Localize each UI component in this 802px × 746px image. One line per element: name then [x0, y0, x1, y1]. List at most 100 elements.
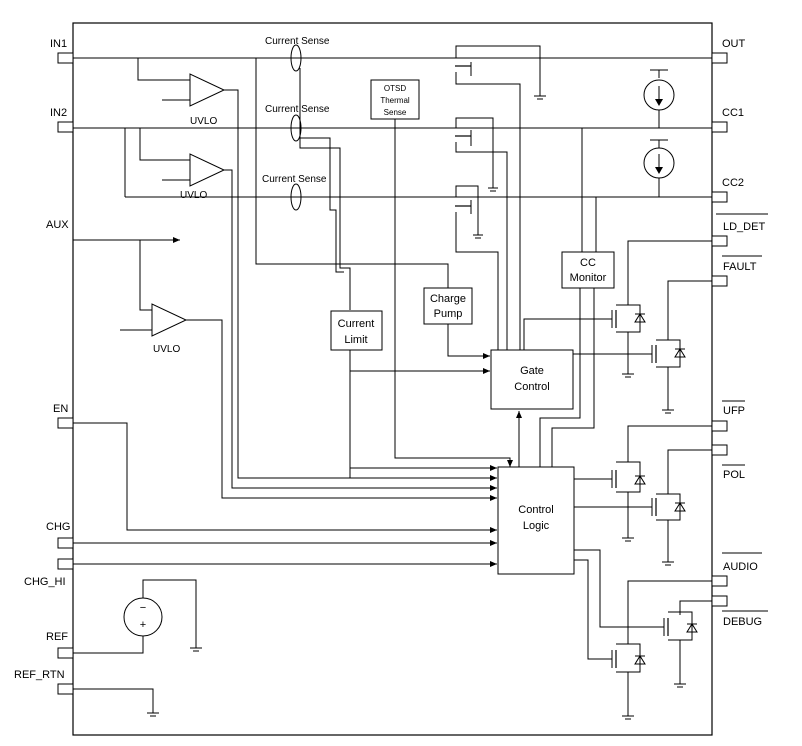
uvlo-label: UVLO [180, 190, 207, 201]
diode-icon [634, 313, 646, 323]
pin-chg-hi: CHG_HI [24, 558, 74, 588]
pin-label: CC2 [722, 177, 744, 189]
reference-voltage-source: − + [73, 579, 202, 654]
gate-control-block: Gate Control [490, 349, 574, 410]
control-logic-line1: Control [518, 504, 553, 516]
current-sense-coil-2 [290, 114, 302, 142]
pin-pad [711, 275, 728, 287]
wire [539, 288, 581, 467]
pin-cc1: CC1 [711, 107, 744, 133]
pin-out: OUT [711, 38, 746, 64]
fet-fault [573, 280, 712, 414]
pin-label: CC1 [722, 107, 744, 119]
diode-icon [686, 623, 698, 633]
pin-label: REF_RTN [14, 669, 65, 681]
wire [73, 688, 154, 713]
power-switch-2 [455, 117, 508, 350]
wire [224, 89, 497, 481]
wire [668, 611, 693, 641]
wire [471, 83, 521, 350]
pin-pad [711, 444, 728, 456]
uvlo-label: UVLO [153, 344, 180, 355]
diode-icon [634, 655, 646, 665]
wire [142, 579, 197, 648]
pin-pad [711, 420, 728, 432]
pin-pol: POL [711, 444, 745, 481]
pin-in1: IN1 [50, 38, 74, 64]
current-sense-label-1: Current Sense [265, 36, 330, 47]
gate-control-line1: Gate [520, 365, 544, 377]
pin-label: FAULT [723, 261, 757, 273]
current-limit-box [330, 310, 383, 351]
wire [455, 142, 508, 350]
wire [255, 58, 449, 288]
otsd-line3: Sense [384, 108, 407, 117]
wire [616, 461, 641, 493]
pin-pad [57, 683, 74, 695]
pin-in2: IN2 [50, 107, 74, 133]
wire [616, 304, 641, 333]
uvlo-label: UVLO [190, 116, 217, 127]
current-sense-coil-1 [290, 44, 302, 72]
wire [455, 72, 471, 85]
current-source-2 [643, 139, 675, 197]
pin-label: CHG_HI [24, 576, 66, 588]
pin-pad [57, 417, 74, 429]
pin-pad [711, 235, 728, 247]
pin-pad [57, 52, 74, 64]
power-switch-1 [455, 45, 546, 350]
wire [656, 339, 681, 368]
chip-outline [72, 22, 713, 736]
wire [574, 559, 612, 660]
wire [455, 185, 479, 235]
pin-en: EN [53, 403, 74, 429]
fet-ufp [574, 425, 712, 542]
pin-pad [57, 121, 74, 133]
fet-ld-det [523, 240, 712, 378]
pin-label: OUT [722, 38, 746, 50]
cc-monitor-line1: CC [580, 257, 596, 269]
wire [186, 319, 497, 501]
control-logic-line2: Logic [523, 520, 550, 532]
current-limit-line2: Limit [344, 334, 367, 346]
uvlo-comparator-2: UVLO [139, 128, 226, 201]
diode-icon [674, 502, 686, 512]
pin-pad [711, 191, 728, 203]
pin-aux: AUX [46, 219, 69, 231]
pin-label: LD_DET [723, 221, 765, 233]
arrow-down-icon [655, 99, 663, 106]
otsd-line1: OTSD [384, 84, 406, 93]
pin-audio: AUDIO [711, 552, 762, 587]
pin-label: CHG [46, 521, 70, 533]
charge-pump-block: Charge Pump [423, 287, 473, 325]
wire [627, 240, 712, 305]
wire-en [73, 422, 497, 533]
cc-monitor-block: CC Monitor [561, 251, 615, 289]
wire [224, 169, 497, 491]
current-sense-coil-3 [290, 183, 302, 211]
pin-ld-det: LD_DET [711, 213, 768, 247]
fet-debug [574, 549, 712, 688]
comparator-triangle [189, 153, 226, 187]
pin-label: IN2 [50, 107, 67, 119]
pin-label: POL [723, 469, 745, 481]
current-limit-line1: Current [338, 318, 375, 330]
pin-label: AUX [46, 219, 69, 231]
arrow-down-icon [655, 167, 663, 174]
charge-pump-line2: Pump [434, 308, 463, 320]
pin-label: DEBUG [723, 616, 762, 628]
otsd-thermal-sense: OTSD Thermal Sense [370, 79, 420, 120]
comparator-triangle [151, 303, 188, 337]
diode-icon [634, 475, 646, 485]
current-sense-label-3: Current Sense [262, 174, 327, 185]
wire [523, 318, 612, 350]
pin-fault: FAULT [711, 255, 762, 287]
power-switch-3 [455, 185, 499, 350]
pin-pad [711, 595, 728, 607]
current-sense-label-2: Current Sense [265, 104, 330, 115]
otsd-line2: Thermal [380, 96, 410, 105]
pin-debug: DEBUG [711, 595, 768, 628]
pin-ref: REF [46, 631, 74, 659]
wire [627, 580, 712, 644]
